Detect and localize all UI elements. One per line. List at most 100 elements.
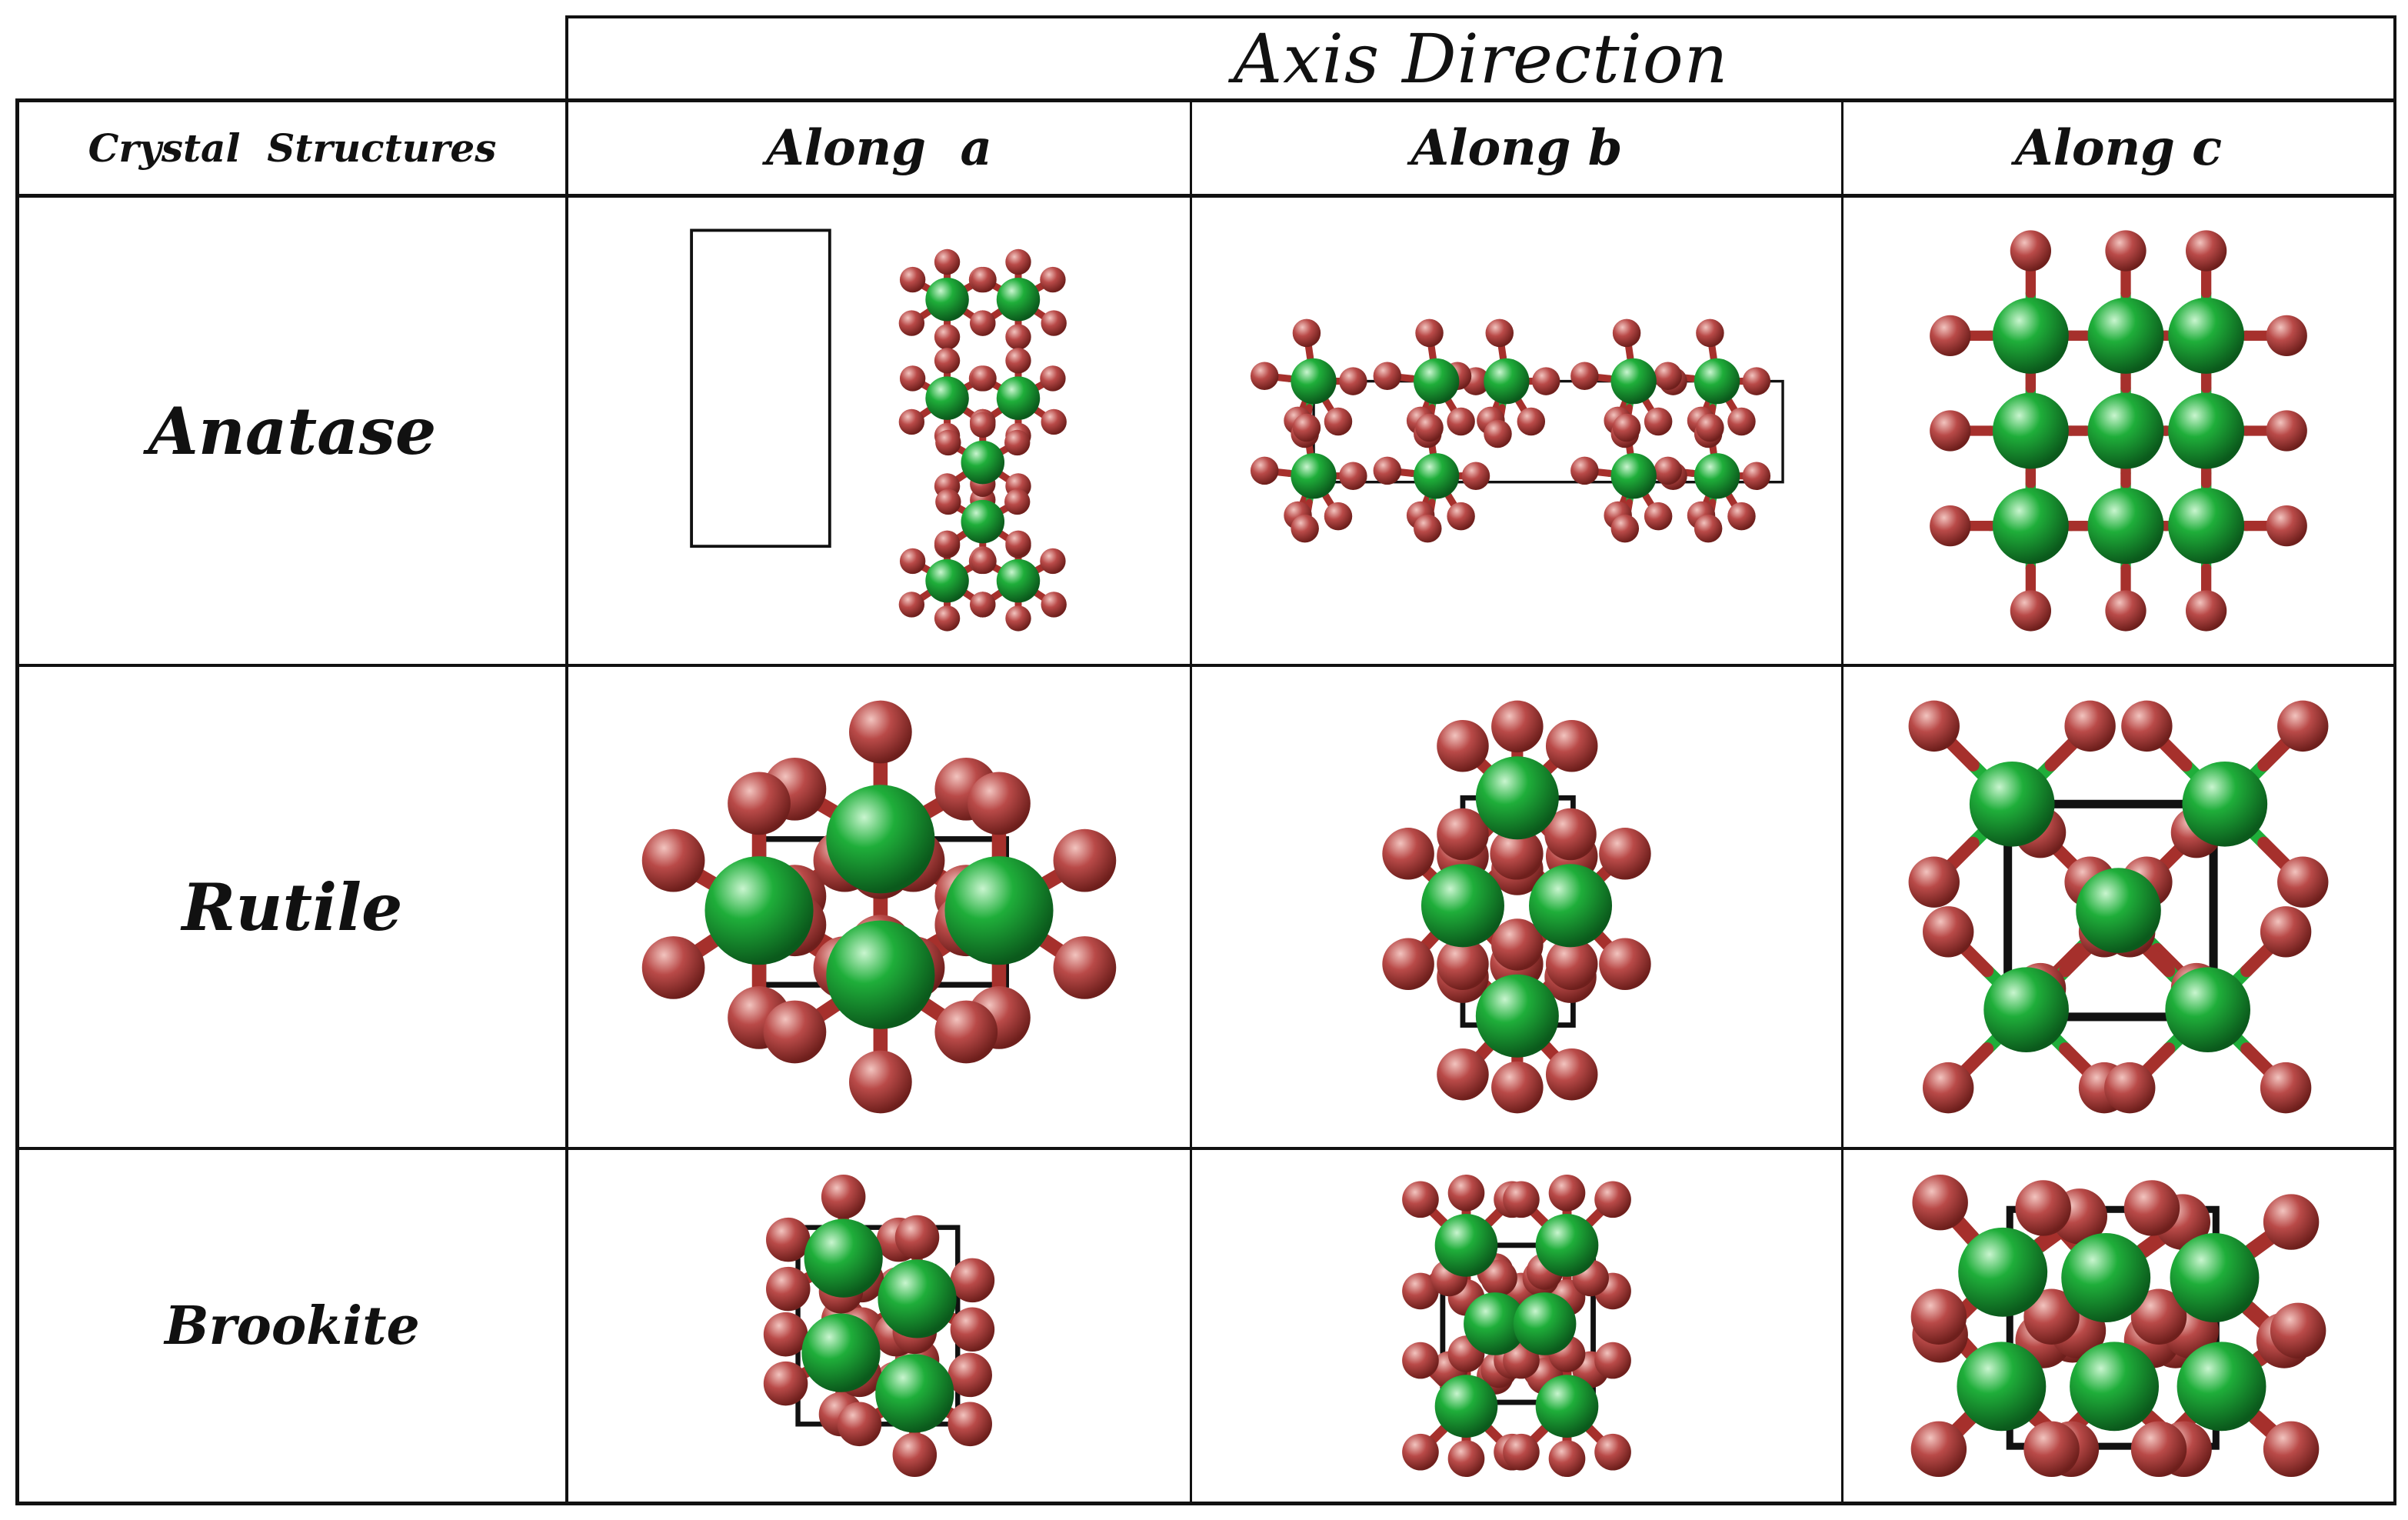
row-label-anatase: Anatase bbox=[148, 392, 437, 469]
oxygen-atom bbox=[934, 530, 961, 557]
anatase-along-b-svg bbox=[1250, 318, 1784, 543]
anatase-along-c-structure bbox=[1843, 198, 2393, 664]
titanium-atom bbox=[804, 1218, 883, 1298]
oxygen-atom bbox=[1480, 1259, 1517, 1297]
titanium-atom bbox=[801, 1313, 881, 1392]
row-label-rutile: Rutile bbox=[182, 868, 403, 945]
oxygen-atom bbox=[763, 1361, 808, 1406]
oxygen-atom bbox=[1910, 1288, 1967, 1345]
oxygen-atom bbox=[1490, 828, 1542, 880]
anatase-along-b-structure bbox=[1192, 198, 1841, 664]
oxygen-atom bbox=[2185, 590, 2227, 632]
oxygen-atom bbox=[1040, 365, 1066, 392]
oxygen-atom bbox=[1461, 462, 1490, 490]
oxygen-atom bbox=[970, 592, 996, 618]
oxygen-atom bbox=[899, 266, 926, 293]
oxygen-atom bbox=[2130, 1421, 2187, 1478]
titanium-atom bbox=[1464, 1292, 1527, 1355]
oxygen-atom bbox=[2266, 505, 2307, 547]
oxygen-atom bbox=[1447, 502, 1475, 531]
oxygen-atom bbox=[1402, 1342, 1439, 1379]
oxygen-atom bbox=[2130, 1288, 2187, 1345]
oxygen-atom bbox=[1250, 456, 1279, 485]
titanium-atom bbox=[2076, 868, 2161, 953]
oxygen-atom bbox=[1930, 505, 1971, 547]
oxygen-atom bbox=[1040, 266, 1066, 293]
column-divider-3 bbox=[1841, 98, 1843, 1505]
row2-bottom-border bbox=[15, 1147, 2396, 1150]
oxygen-atom bbox=[1545, 1048, 1598, 1101]
oxygen-atom bbox=[950, 1307, 995, 1352]
header-top-border bbox=[15, 98, 2396, 102]
oxygen-atom bbox=[1053, 936, 1117, 999]
column-header-along-c: Along c bbox=[2014, 119, 2223, 177]
oxygen-atom bbox=[971, 266, 997, 293]
titanium-atom bbox=[1291, 358, 1337, 405]
oxygen-atom bbox=[1644, 407, 1673, 436]
titanium-atom bbox=[1529, 864, 1613, 948]
titanium-atom bbox=[1475, 756, 1559, 840]
oxygen-atom bbox=[2023, 1421, 2080, 1478]
titanium-atom bbox=[1610, 358, 1657, 405]
oxygen-atom bbox=[2263, 1194, 2320, 1250]
oxygen-atom bbox=[1402, 1181, 1439, 1218]
oxygen-atom bbox=[1570, 456, 1599, 485]
oxygen-atom bbox=[2105, 230, 2147, 272]
oxygen-atom bbox=[1324, 502, 1353, 531]
oxygen-atom bbox=[1382, 828, 1434, 880]
oxygen-atom bbox=[2123, 1180, 2180, 1236]
oxygen-atom bbox=[1250, 362, 1279, 390]
titanium-atom bbox=[878, 1259, 957, 1338]
oxygen-atom bbox=[2260, 906, 2312, 958]
titanium-atom bbox=[1992, 392, 2069, 469]
oxygen-atom bbox=[1696, 413, 1724, 442]
oxygen-atom bbox=[1930, 410, 1971, 452]
oxygen-atom bbox=[1291, 514, 1319, 543]
titanium-atom bbox=[2177, 1342, 2266, 1432]
oxygen-atom bbox=[1041, 408, 1067, 435]
unit-cell-outline bbox=[1440, 1242, 1596, 1405]
oxygen-atom bbox=[763, 1312, 808, 1357]
oxygen-atom bbox=[1491, 1061, 1544, 1114]
oxygen-atom bbox=[728, 772, 791, 835]
brookite-along-a-svg bbox=[763, 1174, 995, 1478]
titanium-atom bbox=[1535, 1214, 1599, 1277]
oxygen-atom bbox=[1402, 1272, 1439, 1310]
oxygen-atom bbox=[2270, 1302, 2326, 1359]
oxygen-atom bbox=[894, 1215, 940, 1260]
rutile-along-b-svg bbox=[1382, 700, 1651, 1114]
titanium-atom bbox=[826, 785, 935, 894]
titanium-atom bbox=[1992, 297, 2069, 374]
titanium-atom bbox=[2061, 1233, 2151, 1322]
oxygen-atom bbox=[1339, 462, 1367, 490]
oxygen-atom bbox=[1545, 719, 1598, 772]
column-divider-2 bbox=[1190, 98, 1192, 1505]
crystal-structures-header: Crystal Structures bbox=[88, 125, 497, 171]
brookite-along-c-structure bbox=[1843, 1150, 2393, 1502]
anatase-along-a-structure bbox=[568, 198, 1190, 664]
brookite-along-a-structure bbox=[568, 1150, 1190, 1502]
oxygen-atom bbox=[935, 488, 961, 515]
oxygen-atom bbox=[1053, 828, 1117, 892]
titanium-atom bbox=[2087, 392, 2164, 469]
titanium-atom bbox=[1610, 453, 1657, 499]
oxygen-atom bbox=[1644, 502, 1673, 531]
oxygen-atom bbox=[1599, 828, 1651, 880]
oxygen-atom bbox=[1908, 856, 1960, 908]
axis-direction-title: Axis Direction bbox=[1233, 18, 1729, 98]
titanium-atom bbox=[961, 499, 1005, 544]
titanium-atom bbox=[996, 558, 1041, 603]
oxygen-atom bbox=[1491, 918, 1544, 971]
unit-cell-outline bbox=[2003, 799, 2218, 1022]
oxygen-atom bbox=[1415, 413, 1444, 442]
row-label-brookite: Brookite bbox=[165, 1295, 420, 1357]
oxygen-atom bbox=[1447, 1440, 1485, 1478]
oxygen-atom bbox=[1503, 1433, 1540, 1471]
oxygen-atom bbox=[1437, 1048, 1489, 1101]
titanium-atom bbox=[1957, 1342, 2047, 1432]
titanium-atom bbox=[1958, 1227, 2048, 1317]
oxygen-atom bbox=[1930, 315, 1971, 356]
titanium-atom bbox=[925, 558, 969, 603]
titanium-atom bbox=[826, 920, 935, 1029]
oxygen-atom bbox=[1594, 1342, 1631, 1379]
